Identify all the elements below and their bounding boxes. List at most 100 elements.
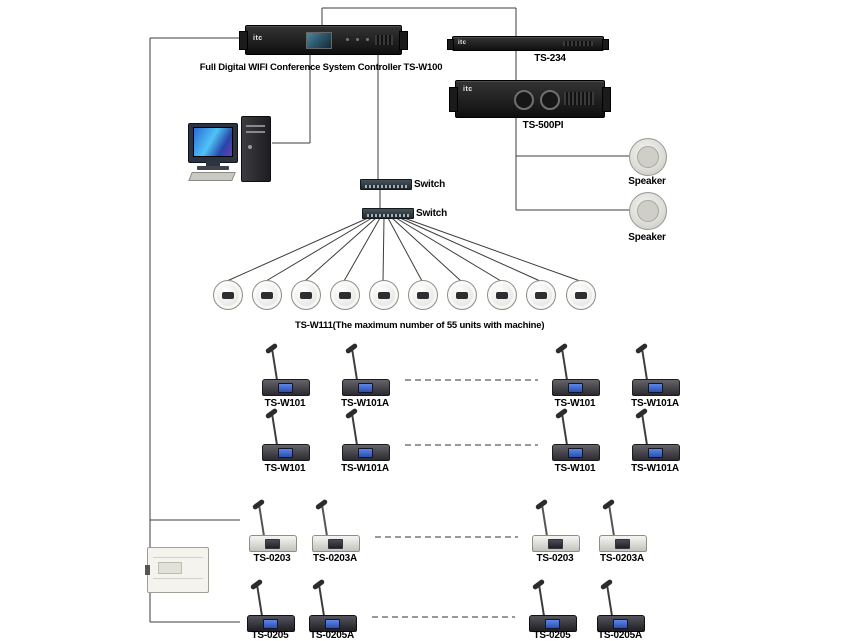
box-panel [158, 562, 182, 574]
brand-logo: itc [253, 35, 263, 42]
conference-mic [540, 407, 610, 461]
mic-neck [538, 585, 545, 617]
mic-base [262, 379, 310, 396]
mic-label: TS-W101A [631, 398, 679, 409]
amplifier-rack: itc [449, 80, 611, 118]
mic-label: TS-0205 [251, 630, 289, 641]
mic-base [312, 535, 360, 552]
mic-screen [613, 619, 628, 629]
wifi-unit-icon [252, 280, 282, 310]
controller-label: Full Digital WIFI Conference System Cont… [199, 62, 443, 73]
wifi-unit-icon [291, 280, 321, 310]
speaker-icon [629, 138, 667, 176]
conference-mic [235, 578, 305, 632]
conference-mic [250, 407, 320, 461]
mic-screen [265, 539, 280, 549]
speaker-label: Speaker [628, 232, 666, 243]
mic-base [342, 379, 390, 396]
vent-grille [563, 41, 593, 46]
brand-logo: itc [458, 40, 467, 46]
wifi-unit-icon [213, 280, 243, 310]
mic-neck [641, 414, 648, 446]
rack-ear [602, 87, 611, 112]
mic-neck [351, 349, 358, 381]
mic-label: TS-W101A [631, 463, 679, 474]
mic-screen [263, 619, 278, 629]
rack-ear [449, 87, 458, 112]
monitor-screen [193, 127, 233, 157]
conference-mic [540, 342, 610, 396]
mic-neck [271, 414, 278, 446]
box-detail-line [153, 578, 203, 579]
ts234-label: TS-234 [534, 53, 566, 64]
vent-grille [375, 35, 393, 45]
mic-base [262, 444, 310, 461]
mic-base [529, 615, 577, 632]
wifi-unit-icon [566, 280, 596, 310]
conference-mic [250, 342, 320, 396]
vent-grille [564, 92, 594, 105]
rack-ear [447, 39, 454, 50]
conference-mic [620, 342, 690, 396]
conference-mic [517, 578, 587, 632]
mic-neck [541, 505, 548, 537]
knob-dot [356, 38, 359, 41]
mic-label: TS-W101 [264, 398, 306, 409]
mic-screen [278, 448, 293, 458]
mic-neck [256, 585, 263, 617]
wifi-unit-icon [526, 280, 556, 310]
power-supply-box [145, 547, 209, 593]
mic-neck [258, 505, 265, 537]
mic-screen [615, 539, 630, 549]
mic-base [552, 444, 600, 461]
conference-mic [620, 407, 690, 461]
mic-label: TS-0203 [253, 553, 291, 564]
mic-screen [648, 448, 663, 458]
conference-mic [330, 342, 400, 396]
mic-screen [648, 383, 663, 393]
mic-screen [278, 383, 293, 393]
mic-screen [328, 539, 343, 549]
network-switch [360, 179, 412, 190]
mic-label: TS-0205A [598, 630, 642, 641]
mic-screen [545, 619, 560, 629]
conference-mic [300, 498, 370, 552]
switch-label: Switch [414, 179, 446, 190]
mic-base [552, 379, 600, 396]
mic-screen [358, 448, 373, 458]
mic-neck [351, 414, 358, 446]
rack-ear [239, 31, 248, 50]
ts234-rack: itc [447, 36, 609, 51]
mic-base [632, 444, 680, 461]
drive-slot [246, 131, 265, 133]
mic-neck [318, 585, 325, 617]
mic-screen [358, 383, 373, 393]
ceiling-units-label: TS-W111(The maximum number of 55 units w… [295, 320, 545, 331]
mic-label: TS-W101A [341, 463, 389, 474]
mic-label: TS-W101 [554, 463, 596, 474]
mic-neck [561, 414, 568, 446]
mic-label: TS-0203A [600, 553, 644, 564]
controller-screen [306, 32, 332, 49]
switch-label: Switch [416, 208, 448, 219]
mic-neck [321, 505, 328, 537]
wifi-unit-icon [408, 280, 438, 310]
rack-ear [602, 39, 609, 50]
mic-label: TS-0203 [536, 553, 574, 564]
mic-screen [568, 448, 583, 458]
amp-knob [514, 90, 534, 110]
conference-mic [520, 498, 590, 552]
mic-screen [548, 539, 563, 549]
mic-label: TS-W101A [341, 398, 389, 409]
mic-neck [641, 349, 648, 381]
knob-dot [346, 38, 349, 41]
wifi-unit-icon [487, 280, 517, 310]
mic-base [247, 615, 295, 632]
network-switch [362, 208, 414, 219]
mic-neck [271, 349, 278, 381]
speaker-label: Speaker [628, 176, 666, 187]
box-connector [145, 565, 150, 575]
mic-neck [608, 505, 615, 537]
mic-label: TS-0205A [310, 630, 354, 641]
